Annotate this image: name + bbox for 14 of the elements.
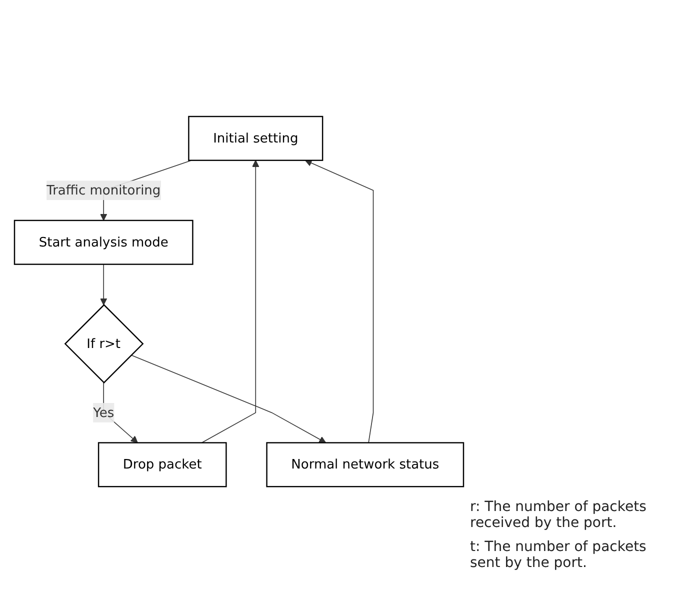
arrow: [130, 354, 326, 444]
edge-label: Yes: [93, 404, 114, 420]
arrow: [304, 160, 374, 444]
node-box: Drop packet: [98, 442, 227, 488]
node-box: Normal network status: [266, 442, 464, 488]
note-text: t: The number of packets sent by the port.: [470, 539, 648, 571]
node-diamond: If r>t: [64, 304, 144, 384]
edge-label: Traffic monitoring: [46, 182, 161, 198]
arrow: [103, 382, 138, 444]
node-box: Start analysis mode: [14, 220, 194, 265]
arrow: [100, 264, 108, 306]
note-text: r: The number of packets received by the port.: [470, 499, 648, 531]
arrow: [201, 160, 260, 444]
node-box: Initial setting: [188, 116, 324, 161]
